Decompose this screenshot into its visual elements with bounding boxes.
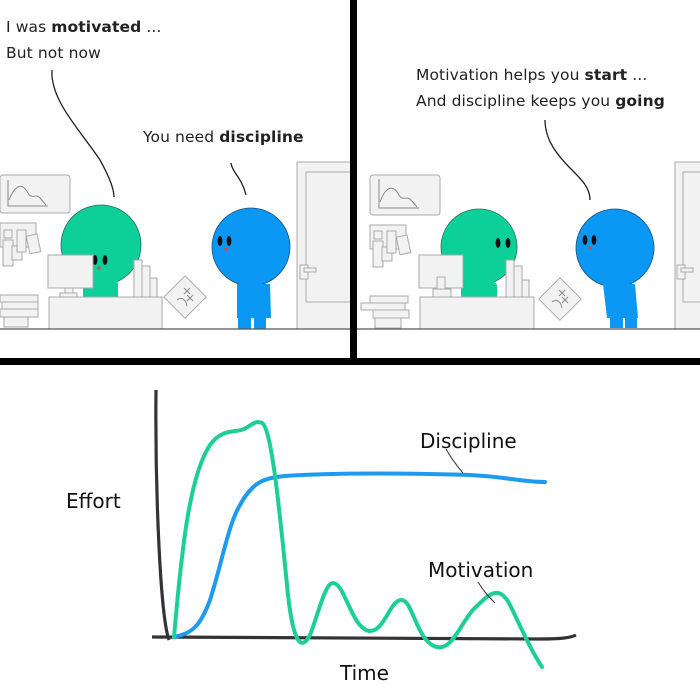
discipline-line bbox=[172, 471, 547, 639]
x-axis-label: Time bbox=[340, 661, 389, 685]
y-axis-label: Effort bbox=[66, 489, 121, 513]
panel-divider-horizontal bbox=[0, 358, 700, 365]
door-icon bbox=[296, 161, 350, 330]
whiteboard-icon bbox=[0, 174, 71, 214]
comic-panel-1: I was motivated ... But not now You need… bbox=[0, 0, 350, 358]
panel-divider-vertical bbox=[350, 0, 357, 365]
books-stack-icon bbox=[0, 294, 39, 328]
warning-sign-icon bbox=[163, 275, 207, 319]
speech-caption-blue: You need discipline bbox=[143, 128, 304, 146]
computer-monitor-icon bbox=[47, 254, 94, 299]
discipline-annotation: Discipline bbox=[420, 429, 517, 453]
desk bbox=[419, 296, 535, 330]
speech-caption-blue-2: Motivation helps you start ... And disci… bbox=[416, 66, 665, 110]
desk bbox=[48, 296, 163, 330]
y-axis bbox=[154, 389, 171, 641]
binders-icon bbox=[505, 259, 530, 298]
computer-monitor-icon bbox=[418, 254, 464, 298]
whiteboard-icon bbox=[369, 174, 441, 216]
notes-board-icon bbox=[0, 222, 42, 267]
discipline-pointer bbox=[445, 448, 464, 474]
binders-icon bbox=[133, 259, 158, 298]
x-axis bbox=[151, 633, 577, 641]
door-icon bbox=[674, 161, 700, 330]
blue-character bbox=[211, 207, 291, 329]
comic-panel-2: Motivation helps you start ... And disci… bbox=[357, 0, 700, 358]
effort-time-chart bbox=[151, 389, 577, 669]
panel-2-illustration bbox=[357, 119, 700, 330]
books-stack-icon bbox=[360, 295, 410, 329]
motivation-pointer bbox=[477, 581, 496, 604]
motivation-annotation: Motivation bbox=[428, 558, 534, 582]
notes-board-icon bbox=[369, 224, 412, 268]
warning-sign-icon bbox=[538, 277, 582, 321]
chart-panel: Effort Time Discipline Motivation bbox=[0, 365, 700, 700]
blue-character bbox=[575, 208, 655, 328]
panel-1-illustration bbox=[0, 69, 350, 330]
speech-caption-green: I was motivated ... But not now bbox=[6, 18, 162, 62]
motivation-line bbox=[172, 420, 544, 669]
